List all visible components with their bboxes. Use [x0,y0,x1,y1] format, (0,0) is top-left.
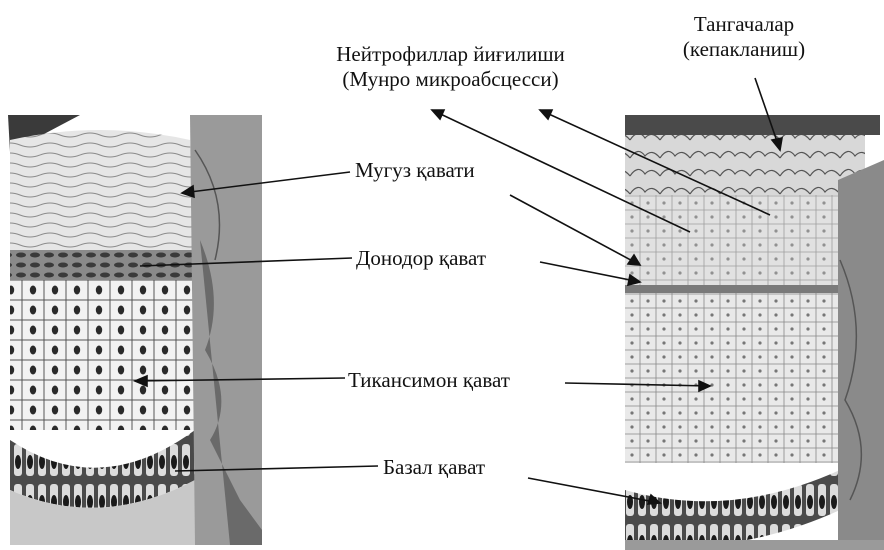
corneum-leader-right [510,195,640,265]
scales-label: Тангачалар (кепакланиш) [676,12,812,62]
normal-skin-illustration [8,115,262,545]
neutrophils-arrowhead-1 [540,110,552,119]
neutrophils-label-line2: (Мунро микроабсцесси) [298,67,603,92]
stratum-basale-label: Базал қават [380,455,488,480]
neutrophils-arrowhead-2 [432,110,444,119]
psoriatic-skin-illustration [625,115,884,550]
stratum-spinosum-label: Тикансимон қават [345,368,513,393]
stratum-granulosum-label: Донодор қават [353,246,489,271]
scales-label-line2: (кепакланиш) [679,37,809,62]
neutrophils-label-line1: Нейтрофиллар йиғилиши [298,42,603,67]
stratum-corneum-label: Мугуз қавати [352,158,478,183]
neutrophils-label: Нейтрофиллар йиғилиши (Мунро микроабсцес… [295,42,606,92]
basale-leader-right [528,478,660,503]
scales-label-line1: Тангачалар [679,12,809,37]
